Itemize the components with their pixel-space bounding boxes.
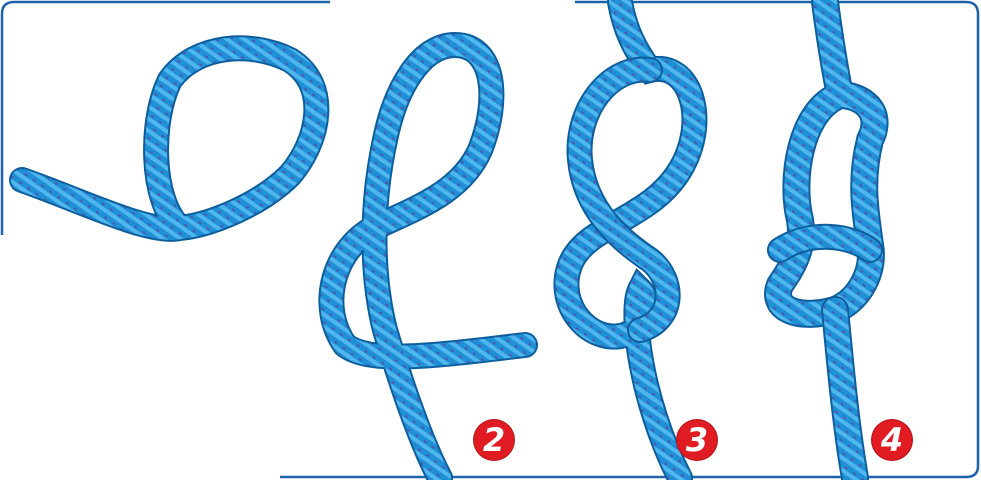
rope-step-2 bbox=[331, 45, 525, 478]
rope-step-3 bbox=[566, 2, 694, 478]
step-4-number-badge: 4 bbox=[872, 420, 912, 460]
rope-step-4 bbox=[778, 2, 875, 478]
frame-gap bbox=[330, 0, 575, 6]
step-3-number-badge: 3 bbox=[677, 420, 717, 460]
rope-step-1 bbox=[22, 48, 316, 229]
step-2-number-badge: 2 bbox=[474, 420, 514, 460]
